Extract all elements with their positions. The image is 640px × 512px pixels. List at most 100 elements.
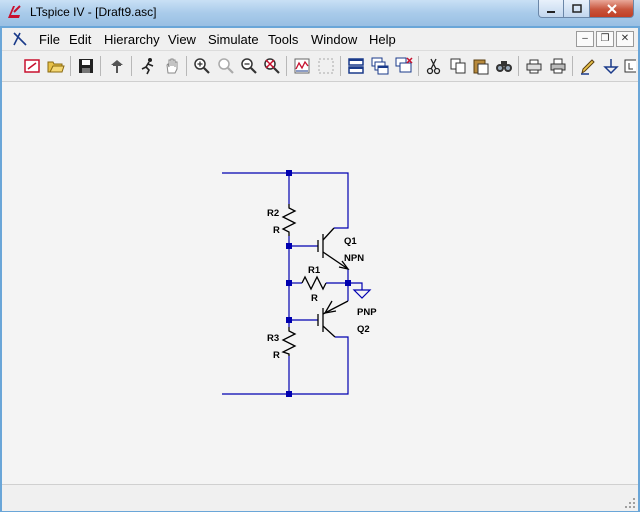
autoscale-icon bbox=[294, 58, 310, 74]
transistor-q1[interactable] bbox=[317, 227, 350, 271]
q1-name-label[interactable]: Q1 bbox=[344, 236, 357, 247]
open-icon bbox=[47, 61, 65, 73]
r2-value-label[interactable]: R bbox=[273, 225, 280, 236]
zoom-fit-icon bbox=[264, 58, 280, 74]
label-net-button[interactable] bbox=[622, 55, 636, 77]
copy-icon bbox=[450, 58, 466, 74]
cascade-windows-icon bbox=[371, 57, 389, 75]
grid-button[interactable] bbox=[315, 55, 337, 77]
paste-button[interactable] bbox=[470, 55, 492, 77]
schematic-canvas[interactable]: R2 R Q1 NPN R1 R PNP Q2 R3 R bbox=[2, 82, 638, 484]
transistor-q2[interactable] bbox=[317, 300, 349, 338]
r1-name-label[interactable]: R1 bbox=[308, 265, 321, 276]
toolbar-separator bbox=[286, 56, 287, 76]
toolbar-separator bbox=[572, 56, 573, 76]
toolbar-separator bbox=[186, 56, 187, 76]
ground-button[interactable] bbox=[600, 55, 622, 77]
print-icon bbox=[550, 58, 566, 74]
label-net-icon bbox=[624, 59, 636, 73]
junction-dots bbox=[286, 170, 351, 397]
minimize-icon bbox=[547, 10, 555, 13]
control-panel-button[interactable] bbox=[106, 55, 128, 77]
resistor-r1[interactable] bbox=[301, 275, 327, 291]
r3-name-label[interactable]: R3 bbox=[267, 333, 279, 344]
resistor-r3[interactable] bbox=[281, 327, 297, 356]
toolbar-separator bbox=[418, 56, 419, 76]
cut-icon bbox=[426, 58, 441, 75]
close-icon bbox=[606, 3, 617, 14]
r3-value-label[interactable]: R bbox=[273, 350, 280, 361]
new-schematic-button[interactable] bbox=[21, 55, 43, 77]
toolbar-separator bbox=[100, 56, 101, 76]
print-setup-button[interactable] bbox=[523, 55, 545, 77]
print-button[interactable] bbox=[547, 55, 569, 77]
autoscale-button[interactable] bbox=[291, 55, 313, 77]
resistor-r2[interactable] bbox=[281, 204, 297, 236]
menu-hierarchy[interactable]: Hierarchy bbox=[104, 32, 160, 47]
menu-view[interactable]: View bbox=[168, 32, 196, 47]
close-windows-icon bbox=[395, 57, 413, 73]
ground-symbol[interactable] bbox=[352, 289, 372, 299]
zoom-out-icon bbox=[241, 58, 257, 74]
find-icon bbox=[496, 61, 512, 72]
menu-bar: File Edit Hierarchy View Simulate Tools … bbox=[2, 28, 638, 51]
q2-name-label[interactable]: Q2 bbox=[357, 324, 370, 335]
tile-windows-button[interactable] bbox=[345, 55, 367, 77]
menu-window[interactable]: Window bbox=[311, 32, 358, 47]
pan-icon bbox=[218, 58, 234, 74]
zoom-in-icon bbox=[194, 58, 210, 74]
maximize-icon bbox=[571, 3, 582, 13]
toolbar bbox=[2, 51, 638, 82]
menu-file[interactable]: File bbox=[39, 32, 60, 47]
grid-icon bbox=[318, 58, 334, 74]
mdi-buttons: – ❐ ✕ bbox=[576, 31, 634, 47]
mdi-close-button[interactable]: ✕ bbox=[616, 31, 634, 47]
maximize-button[interactable] bbox=[564, 0, 590, 18]
caption-buttons bbox=[538, 0, 634, 20]
print-setup-icon bbox=[526, 59, 542, 74]
menu-tools[interactable]: Tools bbox=[268, 32, 299, 47]
menu-simulate[interactable]: Simulate bbox=[208, 32, 259, 47]
run-icon bbox=[141, 58, 154, 75]
draw-wire-button[interactable] bbox=[577, 55, 599, 77]
tile-windows-icon bbox=[348, 58, 364, 74]
cut-button[interactable] bbox=[423, 55, 445, 77]
save-button[interactable] bbox=[75, 55, 97, 77]
cascade-windows-button[interactable] bbox=[369, 55, 391, 77]
zoom-out-button[interactable] bbox=[238, 55, 260, 77]
minimize-button[interactable] bbox=[538, 0, 564, 18]
find-button[interactable] bbox=[493, 55, 515, 77]
close-button[interactable] bbox=[590, 0, 634, 18]
resize-grip-icon[interactable] bbox=[624, 497, 636, 509]
window-title: LTspice IV - [Draft9.asc] bbox=[30, 5, 157, 19]
new-schematic-icon bbox=[24, 59, 40, 73]
mdi-restore-button[interactable]: ❐ bbox=[596, 31, 614, 47]
title-bar[interactable]: LTspice IV - [Draft9.asc] bbox=[0, 0, 640, 26]
ground-icon bbox=[603, 59, 619, 75]
copy-button[interactable] bbox=[447, 55, 469, 77]
ltspice-logo-icon bbox=[8, 5, 21, 18]
save-icon bbox=[79, 59, 93, 73]
toolbar-separator bbox=[518, 56, 519, 76]
schematic-drawing[interactable]: R2 R Q1 NPN R1 R PNP Q2 R3 R bbox=[2, 82, 638, 484]
control-panel-icon bbox=[111, 60, 123, 73]
q2-model-label[interactable]: PNP bbox=[357, 307, 377, 318]
q1-model-label[interactable]: NPN bbox=[344, 253, 364, 264]
toolbar-separator bbox=[340, 56, 341, 76]
pan-button[interactable] bbox=[215, 55, 237, 77]
halt-button[interactable] bbox=[161, 55, 183, 77]
toolbar-separator bbox=[131, 56, 132, 76]
open-button[interactable] bbox=[45, 55, 67, 77]
run-button[interactable] bbox=[137, 55, 159, 77]
schematic-doc-icon[interactable] bbox=[12, 31, 28, 47]
mdi-minimize-button[interactable]: – bbox=[576, 31, 594, 47]
r2-name-label[interactable]: R2 bbox=[267, 208, 279, 219]
zoom-in-button[interactable] bbox=[191, 55, 213, 77]
close-windows-button[interactable] bbox=[393, 55, 415, 77]
toolbar-separator bbox=[70, 56, 71, 76]
menu-help[interactable]: Help bbox=[369, 32, 396, 47]
r1-value-label[interactable]: R bbox=[311, 293, 318, 304]
menu-edit[interactable]: Edit bbox=[69, 32, 92, 47]
zoom-fit-button[interactable] bbox=[261, 55, 283, 77]
